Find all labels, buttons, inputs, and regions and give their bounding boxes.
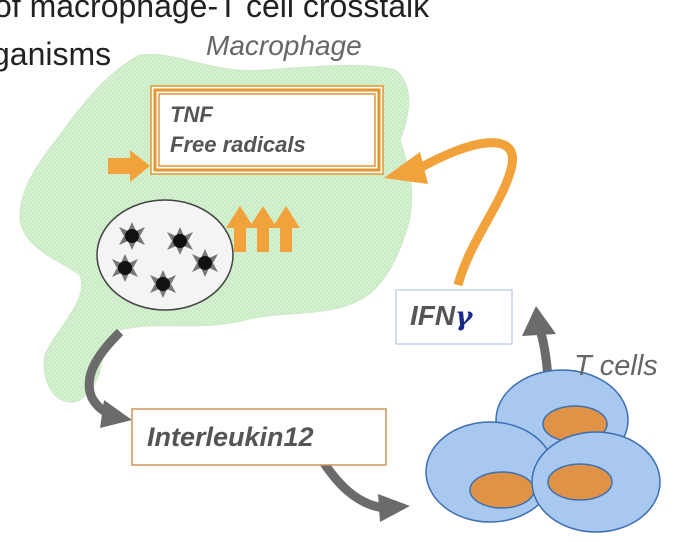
- ifn-box: [395, 289, 513, 345]
- tcells-label: T cells: [574, 350, 658, 382]
- title-line-2: ganisms: [0, 36, 112, 72]
- ifn-text: IFN: [410, 300, 456, 331]
- il12-to-tcells-arrow: [318, 457, 386, 513]
- interleukin-box: [131, 408, 387, 466]
- il12-arrowhead-icon: [100, 400, 132, 428]
- ifn-to-macrophage-arrow: [417, 138, 517, 287]
- gamma-symbol: γ: [455, 302, 473, 332]
- bacteria-icon: [112, 222, 218, 298]
- ifn-up-arrowhead-icon: [522, 306, 556, 336]
- up-arrows-icon: [226, 206, 300, 252]
- tcells-arrowhead-icon: [378, 494, 410, 522]
- interleukin-label: Interleukin12: [147, 422, 314, 452]
- tnf-label: TNF: [170, 102, 213, 127]
- macrophage-label: Macrophage: [206, 30, 362, 61]
- tcells: [425, 369, 661, 533]
- title-line-1: of macrophage-T cell crosstalk: [0, 0, 430, 24]
- ifn-arrowhead-icon: [384, 152, 428, 184]
- free-radicals-label: Free radicals: [170, 132, 306, 157]
- tnf-box: [150, 85, 384, 175]
- input-arrow-icon: [108, 150, 150, 182]
- ifn-label: IFNγ: [410, 300, 473, 332]
